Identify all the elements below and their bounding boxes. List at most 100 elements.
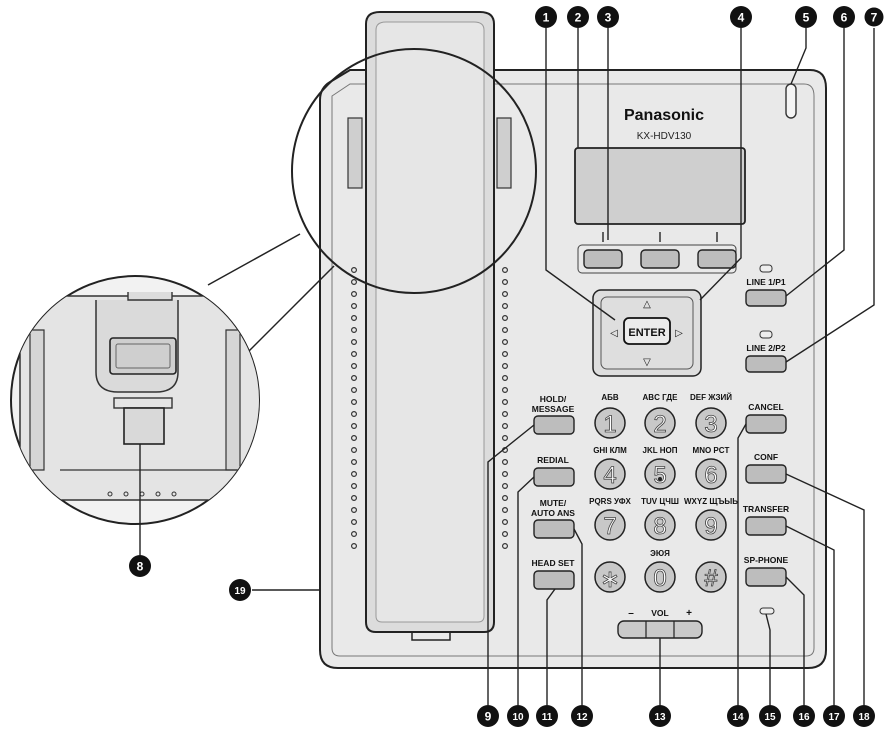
nav-right-icon: ▷ (675, 328, 683, 339)
lcd-display (574, 147, 746, 225)
conf-label: CONF (754, 452, 778, 462)
dial-key-5-letters: JKL НОП (643, 446, 678, 455)
dial-key-8[interactable] (644, 509, 676, 541)
brand-logo: Panasonic (624, 107, 704, 124)
magnifier-leader-top (207, 233, 301, 286)
hold-message-button[interactable] (533, 415, 575, 435)
callout-label-2: 2 (575, 11, 582, 25)
callout-label-8: 8 (137, 560, 144, 574)
vol-minus-label: – (628, 608, 634, 619)
dial-key-0[interactable] (644, 561, 676, 593)
enter-label: ENTER (628, 327, 665, 339)
callout-badge-4 (730, 6, 752, 28)
soft-key-3[interactable] (697, 249, 737, 269)
dial-pad: АБВ 1 ABC ГДЕ 2 DEF ЖЗИЙ 3 GHI КЛМ 4 JKL… (589, 393, 738, 593)
mute-label-line2: AUTO ANS (531, 508, 575, 518)
soft-key-1[interactable] (583, 249, 623, 269)
dial-key-3-digit: 3 (704, 411, 717, 438)
cancel-label: CANCEL (748, 402, 783, 412)
mute-auto-ans-button[interactable] (533, 519, 575, 539)
dial-key-4-digit: 4 (603, 462, 616, 489)
line2-button[interactable] (745, 355, 787, 373)
conf-button[interactable] (745, 464, 787, 484)
redial-button[interactable] (533, 467, 575, 487)
callout-badge-7 (864, 7, 884, 27)
enter-button[interactable] (623, 317, 671, 345)
callout-label-3: 3 (605, 11, 612, 25)
dial-key-5-digit: 5 (653, 462, 666, 489)
callout-badge-5 (795, 6, 817, 28)
callout-badge-2 (567, 6, 589, 28)
volume-rocker[interactable] (617, 620, 703, 639)
dial-key-2[interactable] (644, 407, 676, 439)
dial-key-3-letters: DEF ЖЗИЙ (690, 393, 732, 402)
callout-badges: 1 2 3 4 5 6 7 8 9 10 11 12 13 14 15 16 1… (129, 6, 884, 727)
dial-key-7[interactable] (594, 509, 626, 541)
left-function-keys: HOLD/ MESSAGE REDIAL MUTE/ AUTO ANS HEAD… (531, 394, 576, 590)
dial-key-star[interactable] (594, 561, 626, 593)
headset-button[interactable] (533, 570, 575, 590)
spphone-label: SP-PHONE (744, 555, 789, 565)
headset-label: HEAD SET (532, 558, 576, 568)
ringer-led-indicator (785, 83, 797, 119)
dial-key-7-digit: 7 (603, 513, 616, 540)
microphone-icon (759, 607, 775, 615)
sp-phone-button[interactable] (745, 567, 787, 587)
callout-label-15: 15 (764, 712, 776, 723)
dial-key-8-digit: 8 (653, 513, 666, 540)
callout-label-7: 7 (871, 11, 878, 25)
callout-badge-14 (727, 705, 749, 727)
navigator-key[interactable]: △ ▽ ◁ ▷ ENTER (592, 289, 702, 377)
dial-key-1-digit: 1 (603, 411, 616, 438)
dial-key-hash[interactable] (695, 561, 727, 593)
dial-key-1[interactable] (594, 407, 626, 439)
line-keys: LINE 1/P1 LINE 2/P2 (745, 264, 787, 373)
callout-label-13: 13 (654, 712, 666, 723)
callout-badge-8 (129, 555, 151, 577)
callout-label-16: 16 (798, 712, 810, 723)
dial-key-9-digit: 9 (704, 513, 717, 540)
redial-label: REDIAL (537, 455, 569, 465)
callout-badge-12 (571, 705, 593, 727)
dial-key-2-letters: ABC ГДЕ (643, 393, 679, 402)
hold-label-line2: MESSAGE (532, 404, 575, 414)
dial-key-0-digit: 0 (653, 565, 666, 592)
callout-badge-1 (535, 6, 557, 28)
tactile-dot-icon (658, 477, 662, 481)
magnifier-leader-bottom (247, 265, 335, 353)
cancel-button[interactable] (745, 414, 787, 434)
callout-badge-18 (853, 705, 875, 727)
dial-key-3[interactable] (695, 407, 727, 439)
dial-key-6-digit: 6 (704, 462, 717, 489)
callout-badge-11 (536, 705, 558, 727)
dial-key-0-letters: ЭЮЯ (650, 549, 670, 558)
dial-key-6-letters: MNO PCT (693, 446, 730, 455)
hold-label-line1: HOLD/ (540, 394, 567, 404)
model-label: KX-HDV130 (637, 131, 692, 142)
vol-plus-label: + (686, 608, 692, 619)
callout-label-10: 10 (512, 712, 524, 723)
dial-key-4[interactable] (594, 458, 626, 490)
dial-key-9[interactable] (695, 509, 727, 541)
dial-key-1-letters: АБВ (601, 393, 619, 402)
dial-key-6[interactable] (695, 458, 727, 490)
line1-button[interactable] (745, 289, 787, 307)
soft-keys (577, 232, 737, 274)
callout-label-14: 14 (732, 712, 744, 723)
dial-key-4-letters: GHI КЛМ (593, 446, 627, 455)
dial-key-9-letters: WXYZ ЩЪЫЬ (684, 497, 738, 506)
leader-lines (139, 28, 875, 705)
line2-label: LINE 2/P2 (746, 343, 785, 353)
callout-badge-19 (229, 579, 251, 601)
speaker-grille-left (351, 267, 358, 549)
dial-key-2-digit: 2 (653, 411, 666, 438)
callout-badge-9 (477, 705, 499, 727)
callout-badge-17 (823, 705, 845, 727)
transfer-button[interactable] (745, 516, 787, 536)
callout-label-11: 11 (542, 712, 553, 723)
soft-key-2[interactable] (640, 249, 680, 269)
dial-key-5[interactable] (644, 458, 676, 490)
dial-key-hash-digit: # (704, 565, 718, 592)
